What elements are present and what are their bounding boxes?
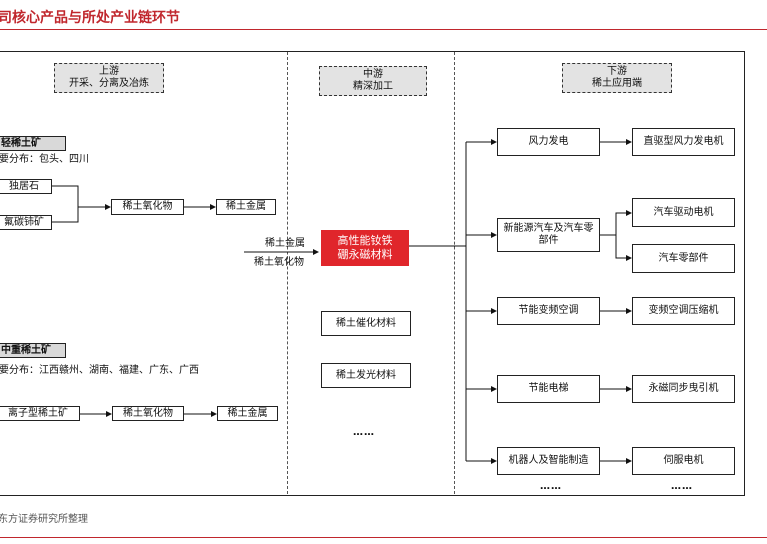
energy-saving-ac-node: 节能变频空调 — [497, 297, 600, 325]
downstream-header-subtitle: 稀土应用端 — [592, 78, 642, 89]
light-rare-earth-oxide-node: 稀土氧化物 — [111, 199, 184, 215]
section-divider-midstream — [454, 52, 455, 494]
diagram-frame — [0, 51, 745, 496]
midstream-input-oxide-label: 稀土氧化物 — [254, 257, 304, 268]
heavy-rare-earth-metal-node: 稀土金属 — [217, 406, 278, 421]
section-divider-upstream — [287, 52, 288, 494]
light-rare-earth-mine-label: 轻稀土矿 — [0, 136, 66, 151]
light-rare-earth-distribution: 要分布：包头、四川 — [0, 154, 89, 165]
downstream-header: 下游 稀土应用端 — [562, 63, 672, 93]
upstream-header-subtitle: 开采、分离及冶炼 — [69, 78, 149, 89]
midstream-header-subtitle: 精深加工 — [353, 81, 393, 92]
wind-power-node: 风力发电 — [497, 128, 600, 156]
midstream-header-title: 中游 — [363, 69, 383, 80]
midstream-ellipsis: …… — [353, 427, 375, 438]
page-title: 司核心产品与所处产业链环节 — [0, 10, 180, 26]
nev-and-parts-node: 新能源汽车及汽车零部件 — [497, 218, 600, 252]
footer-divider — [0, 537, 767, 538]
heavy-rare-earth-distribution: 要分布：江西赣州、湖南、福建、广东、广西 — [0, 365, 199, 376]
heavy-rare-earth-oxide-node: 稀土氧化物 — [112, 406, 184, 421]
robotics-smart-manufacturing-node: 机器人及智能制造 — [497, 447, 600, 475]
servo-motor-node: 伺服电机 — [632, 447, 735, 475]
vehicle-drive-motor-node: 汽车驱动电机 — [632, 198, 735, 227]
light-rare-earth-metal-node: 稀土金属 — [216, 199, 276, 215]
ndfeb-magnet-node: 高性能钕铁 硼永磁材料 — [321, 230, 409, 266]
source-note: 东方证券研究所整理 — [0, 514, 88, 525]
inverter-ac-compressor-node: 变频空调压缩机 — [632, 297, 735, 325]
rare-earth-catalyst-node: 稀土催化材料 — [321, 311, 411, 336]
upstream-header: 上游 开采、分离及冶炼 — [54, 63, 164, 93]
monazite-node: 独居石 — [0, 179, 52, 194]
downstream-header-title: 下游 — [607, 66, 627, 77]
auto-parts-node: 汽车零部件 — [632, 244, 735, 273]
pm-synchronous-traction-machine-node: 永磁同步曳引机 — [632, 375, 735, 403]
downstream-ellipsis-left: …… — [540, 481, 562, 492]
title-divider — [0, 29, 767, 30]
downstream-ellipsis-right: …… — [671, 481, 693, 492]
upstream-header-title: 上游 — [99, 66, 119, 77]
midstream-header: 中游 精深加工 — [319, 66, 427, 96]
direct-drive-wind-generator-node: 直驱型风力发电机 — [632, 128, 735, 156]
ndfeb-magnet-line2: 硼永磁材料 — [337, 248, 393, 261]
ndfeb-magnet-line1: 高性能钕铁 — [337, 234, 393, 247]
heavy-rare-earth-mine-label: 中重稀土矿 — [0, 343, 66, 358]
bastnaesite-node: 氟碳铈矿 — [0, 215, 52, 230]
energy-saving-elevator-node: 节能电梯 — [497, 375, 600, 403]
ionic-rare-earth-mine-node: 离子型稀土矿 — [0, 406, 80, 421]
rare-earth-luminescent-node: 稀土发光材料 — [321, 363, 411, 388]
midstream-input-metal-label: 稀土金属 — [265, 238, 305, 249]
